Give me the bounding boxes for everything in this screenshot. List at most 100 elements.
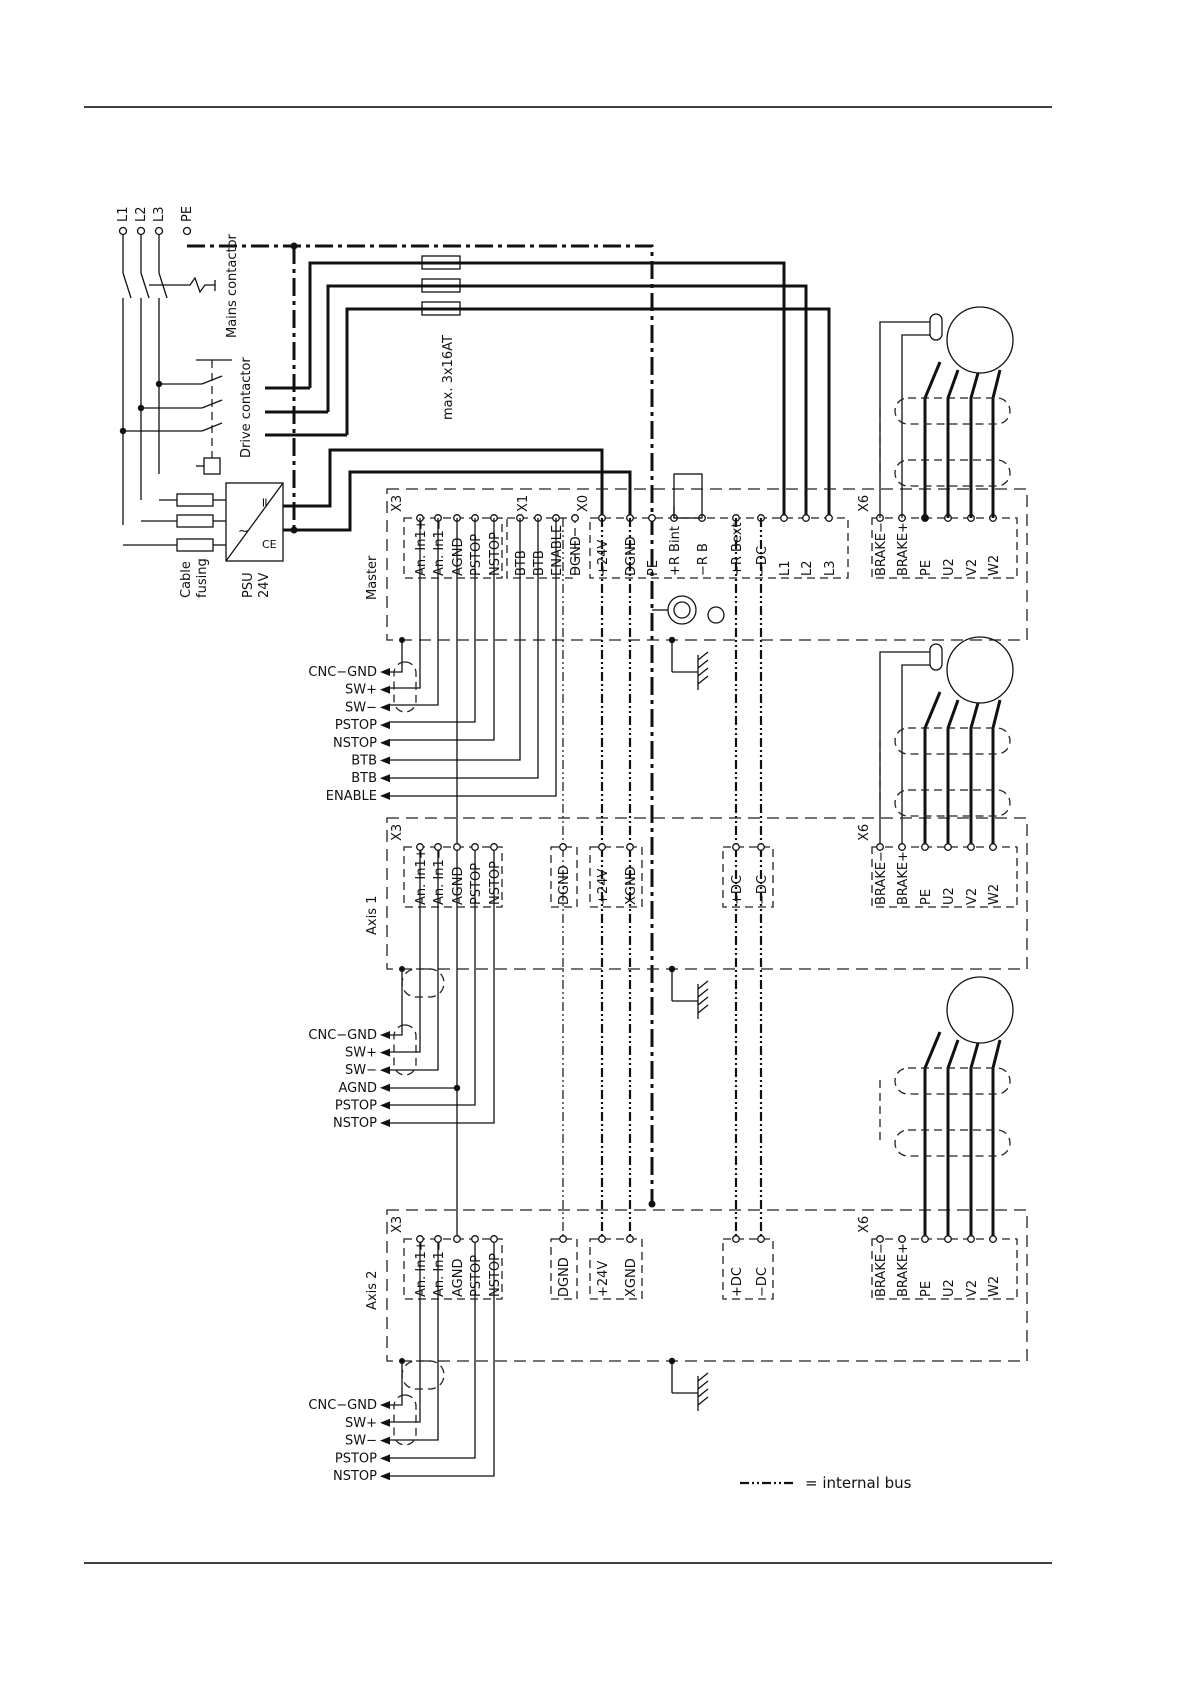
axis2-x6-pin-label-5: W2 <box>987 1276 1002 1297</box>
ce-mark: CE <box>262 538 277 551</box>
axis2-bus-pin-label-2: XGND <box>624 1258 639 1297</box>
axis2-x3-pin-0 <box>416 1235 424 1243</box>
axis1-label: Axis 1 <box>365 896 380 935</box>
axis2-bus-pin-3 <box>732 1235 740 1243</box>
master-arrow-1 <box>380 685 390 694</box>
psu-ac-symbol: ~ <box>238 524 249 539</box>
psu-dc-symbol: = <box>258 497 273 508</box>
master-arrow-6 <box>380 774 390 783</box>
axis2-arrow-3 <box>380 1454 390 1463</box>
master-x6-pin-label-1: BRAKE+ <box>896 522 911 576</box>
axis1-arrow-1 <box>380 1048 390 1057</box>
master-x0-pin-label-5: +R Bext <box>730 522 745 576</box>
axis2-arrow-1 <box>380 1418 390 1427</box>
axis1-arrow-0 <box>380 1031 390 1039</box>
axis1-signal-5: NSTOP <box>333 1116 377 1131</box>
psu-label-1: PSU <box>241 572 256 598</box>
axis1-signal-1: SW+ <box>345 1046 377 1061</box>
cable-fusing-label-1: Cable <box>179 561 194 598</box>
legend: = internal bus <box>740 1474 912 1492</box>
axis2-x6-pin-label-3: U2 <box>942 1279 957 1297</box>
axis2-x3-pin-3 <box>471 1235 479 1243</box>
master-arrow-4 <box>380 738 390 747</box>
axis2-x6-pin-2 <box>921 1235 929 1243</box>
master-x0-pin-label-7: L1 <box>778 560 793 576</box>
axis1-x6-pin-4 <box>967 843 975 851</box>
axis2-x6-pin-label-2: PE <box>919 1281 934 1297</box>
axis2-x3-label: X3 <box>390 1216 405 1233</box>
axis1-x3-pin-label-2: AGND <box>451 867 466 905</box>
drive-contactor-label: Drive contactor <box>239 357 254 458</box>
master-x0-pin-label-9: L3 <box>823 560 838 576</box>
axis1-x3-pin-4 <box>490 843 498 851</box>
master-x0-pin-label-4: −R B <box>696 543 711 576</box>
label-pe: PE <box>180 206 195 222</box>
axis1-arrow-4 <box>380 1101 390 1110</box>
axis2-x6-pin-5 <box>989 1235 997 1243</box>
axis2-arrow-2 <box>380 1436 390 1445</box>
axis2-x3-pin-4 <box>490 1235 498 1243</box>
master-arrow-7 <box>380 791 390 800</box>
axis1-x3-label: X3 <box>390 824 405 841</box>
master-x0-pin-label-8: L2 <box>800 560 815 576</box>
master-x0-pin-label-1: DGND <box>624 536 639 576</box>
master-x1-pin-3 <box>571 514 579 522</box>
master-x0-pin-2 <box>648 514 656 522</box>
axis2-x6-pin-1 <box>898 1235 906 1243</box>
axis1-bus-pin-4 <box>757 843 765 851</box>
master-signal-5: BTB <box>351 754 377 769</box>
master-motor-circle <box>946 306 1014 374</box>
axis1-x6-pin-label-5: W2 <box>987 884 1002 905</box>
axis2-bus-pin-label-0: DGND <box>557 1257 572 1297</box>
axis1-x6-pin-label-2: PE <box>919 889 934 905</box>
master-x3-pin-label-4: NSTOP <box>488 532 503 576</box>
axis2-x6-pin-4 <box>967 1235 975 1243</box>
master-x6-label: X6 <box>857 495 872 512</box>
axis2-signal-3: PSTOP <box>335 1451 377 1466</box>
master-arrow-2 <box>380 703 390 712</box>
master-signal-1: SW+ <box>345 683 377 698</box>
master-signal-3: PSTOP <box>335 718 377 733</box>
axis1-signal-4: PSTOP <box>335 1098 377 1113</box>
label-l2: L2 <box>134 206 149 222</box>
master-signal-2: SW− <box>345 700 377 715</box>
axis1-signal-2: SW− <box>345 1063 377 1078</box>
master-arrow-3 <box>380 721 390 730</box>
master-signal-7: ENABLE <box>326 789 377 804</box>
axis2-signal-4: NSTOP <box>333 1469 377 1484</box>
master-x0-pin-8 <box>802 514 810 522</box>
axis1-bus-pin-0 <box>559 843 567 851</box>
master-x6-pin-label-2: PE <box>919 560 934 576</box>
axis1-x6-pin-label-1: BRAKE+ <box>896 851 911 905</box>
axis2-bus-pin-label-1: +24V <box>596 1261 611 1297</box>
psu-label-2: 24V <box>257 572 272 598</box>
axis1-x6-pin-3 <box>944 843 952 851</box>
axis2-signal-0: CNC−GND <box>308 1398 377 1413</box>
x3-signal-wires <box>390 518 557 1477</box>
axis1-motor-circle <box>946 636 1014 704</box>
axis1-x3-pin-label-3: PSTOP <box>469 863 484 905</box>
axis1-bus-pin-3 <box>732 843 740 851</box>
axis2-x6-pin-3 <box>944 1235 952 1243</box>
axis1-bus-pin-label-4: −DC <box>755 875 770 905</box>
axis2-arrow-4 <box>380 1472 390 1481</box>
axis2-bus-pin-2 <box>626 1235 634 1243</box>
master-label: Master <box>365 555 380 600</box>
axis1-x3-pin-label-1: An. In1− <box>432 848 447 905</box>
axis2-label: Axis 2 <box>365 1271 380 1310</box>
master-x0-pin-7 <box>780 514 788 522</box>
supply-section: L1 L2 L3 PE Mains contactor <box>116 206 831 1208</box>
axis2-x3-pin-label-2: AGND <box>451 1259 466 1297</box>
master-x3-pin-label-1: An. In1− <box>432 519 447 576</box>
master-x0-pin-label-6: −DC <box>755 546 770 576</box>
axis1-x6-pin-5 <box>989 843 997 851</box>
axis1-arrow-3 <box>380 1083 390 1092</box>
master-x3-label: X3 <box>390 495 405 512</box>
axis2-bus-pin-label-4: −DC <box>755 1267 770 1297</box>
axis1-x6-pin-label-3: U2 <box>942 887 957 905</box>
axis2-x3-pin-label-4: NSTOP <box>488 1253 503 1297</box>
axis1-x3-pin-label-0: An. In1+ <box>414 848 429 905</box>
master-x6-pin-label-5: W2 <box>987 555 1002 576</box>
label-l1: L1 <box>116 206 131 222</box>
